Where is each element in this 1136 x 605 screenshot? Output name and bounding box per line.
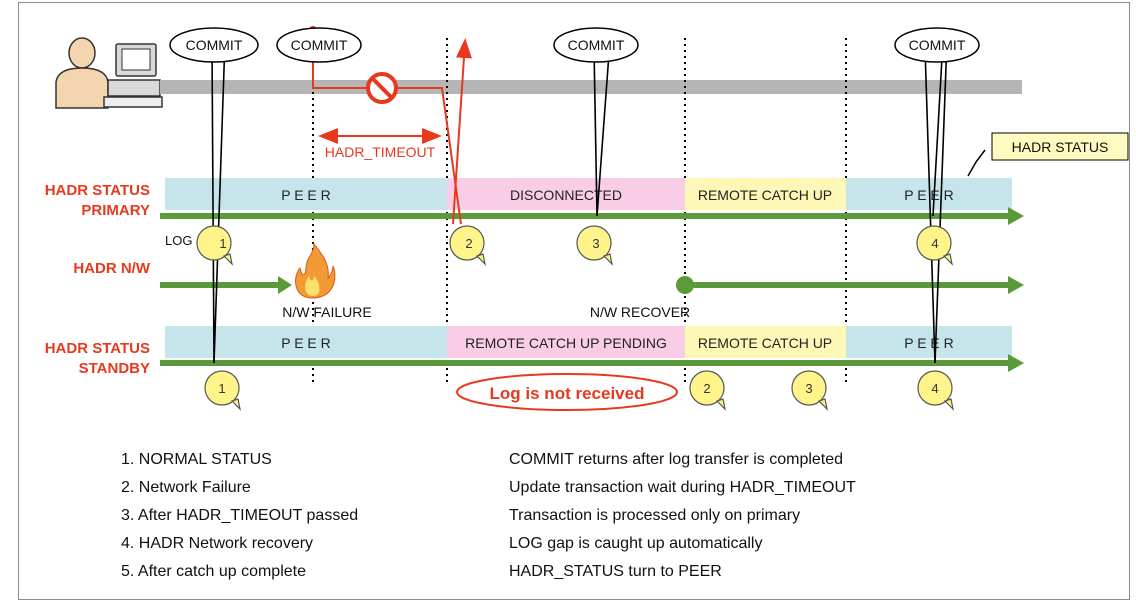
standby-segment-peer-2	[846, 326, 1012, 358]
commit-bubble-3: COMMIT	[553, 27, 639, 63]
row-label-primary-line1: HADR STATUS	[45, 182, 150, 199]
primary-status-bar: P E E R DISCONNECTED REMOTE CATCH UP P E…	[165, 178, 1012, 210]
row-label-standby-line1: HADR STATUS	[45, 340, 150, 357]
standby-segment-pending	[447, 326, 685, 358]
network-arrow-before-failure	[160, 282, 280, 288]
network-failure-flame-icon	[295, 242, 336, 299]
legend-description: Update transaction wait during HADR_TIME…	[509, 479, 856, 496]
row-label-network: HADR N/W	[73, 260, 150, 277]
row-label-primary-line2: PRIMARY	[81, 202, 150, 219]
primary-timeline-arrow	[160, 213, 1010, 219]
svg-text:COMMIT: COMMIT	[186, 37, 243, 53]
standby-marker: 2	[689, 370, 726, 411]
standby-segment-label: REMOTE CATCH UP PENDING	[465, 335, 667, 351]
primary-markers: 1 2 3 4	[196, 225, 953, 266]
primary-marker: 4	[916, 225, 953, 266]
network-failure-label: N/W FAILURE	[282, 304, 371, 320]
legend-description: LOG gap is caught up automatically	[509, 535, 763, 552]
row-label-standby-line2: STANDBY	[79, 360, 150, 377]
primary-segment-label: REMOTE CATCH UP	[698, 187, 832, 203]
standby-segment-label: REMOTE CATCH UP	[698, 335, 832, 351]
hadr-status-callout: HADR STATUS	[967, 132, 1129, 177]
svg-text:HADR STATUS: HADR STATUS	[1012, 139, 1109, 155]
svg-text:COMMIT: COMMIT	[291, 37, 348, 53]
network-recover-label: N/W RECOVER	[590, 304, 690, 320]
log-not-received-callout: Log is not received	[456, 373, 678, 411]
standby-segment-label: P E E R	[281, 335, 331, 351]
svg-text:Log is not received: Log is not received	[490, 384, 645, 403]
standby-markers: 1 2 3 4	[204, 370, 954, 411]
standby-marker: 1	[204, 370, 241, 411]
network-arrow-after-recovery	[685, 282, 1010, 288]
primary-segment-peer-1	[165, 178, 447, 210]
legend-description: COMMIT returns after log transfer is com…	[509, 451, 844, 468]
diagram-frame	[18, 2, 1130, 600]
svg-text:1: 1	[219, 236, 226, 251]
commit-bubble-2: COMMIT	[276, 27, 362, 63]
standby-segment-catchup	[685, 326, 846, 358]
commit-bubbles: COMMIT COMMIT COMMIT COMMIT	[169, 27, 980, 63]
commit-lines	[211, 36, 953, 364]
primary-segment-label: P E E R	[281, 187, 331, 203]
svg-text:4: 4	[931, 236, 938, 251]
svg-text:1: 1	[218, 381, 225, 396]
legend-step: 5. After catch up complete	[121, 563, 306, 580]
commit-bubble-1: COMMIT	[169, 27, 259, 63]
primary-marker: 3	[576, 225, 613, 266]
legend-step: 1. NORMAL STATUS	[121, 451, 272, 468]
network-recover-point	[676, 276, 694, 294]
primary-segment-catchup	[685, 178, 846, 210]
svg-text:4: 4	[931, 381, 938, 396]
svg-text:2: 2	[703, 381, 710, 396]
commit-bubble-4: COMMIT	[894, 27, 980, 63]
legend-step: 2. Network Failure	[121, 479, 251, 496]
standby-marker: 4	[917, 370, 954, 411]
legend-description: HADR_STATUS turn to PEER	[509, 563, 722, 580]
log-label: LOG	[165, 233, 192, 248]
svg-text:COMMIT: COMMIT	[568, 37, 625, 53]
legend-step: 3. After HADR_TIMEOUT passed	[121, 507, 359, 524]
blocked-icon	[366, 72, 398, 104]
svg-text:3: 3	[805, 381, 812, 396]
standby-timeline-arrow	[160, 360, 1010, 366]
legend-step: 4. HADR Network recovery	[121, 535, 314, 552]
svg-text:COMMIT: COMMIT	[909, 37, 966, 53]
standby-segment-peer-1	[165, 326, 447, 358]
timeline-arrows	[160, 207, 1024, 372]
standby-marker: 3	[791, 370, 828, 411]
standby-segment-label: P E E R	[904, 335, 954, 351]
user-at-terminal-icon	[55, 37, 163, 109]
primary-segment-disconnected	[447, 178, 685, 210]
primary-marker: 2	[449, 225, 486, 266]
svg-text:3: 3	[592, 236, 599, 251]
primary-marker: 1	[196, 225, 233, 266]
standby-status-bar: P E E R REMOTE CATCH UP PENDING REMOTE C…	[165, 326, 1012, 358]
client-timeline-bar	[160, 80, 1022, 94]
timeout-label: HADR_TIMEOUT	[325, 144, 436, 160]
legend-description: Transaction is processed only on primary	[509, 507, 801, 524]
primary-segment-label: DISCONNECTED	[510, 187, 622, 203]
svg-text:2: 2	[465, 236, 472, 251]
